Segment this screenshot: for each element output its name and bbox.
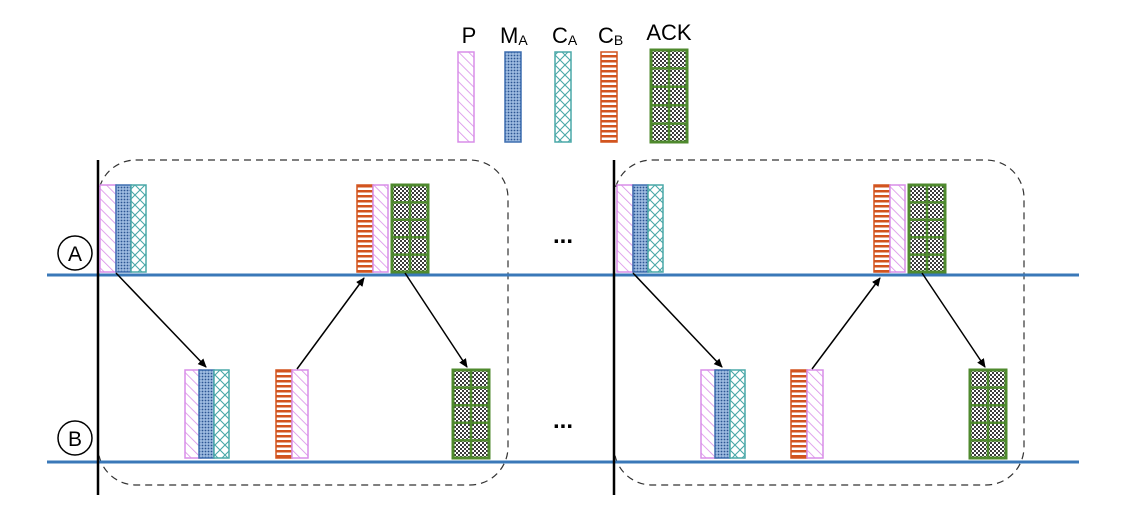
round1-b-ack <box>451 368 491 460</box>
packet-ma <box>198 369 215 459</box>
round2-a-ack <box>907 183 947 274</box>
legend-ack-label: ACK <box>646 20 692 45</box>
node-b-label: B <box>68 428 82 451</box>
round-box-1 <box>97 159 509 486</box>
legend-ma-swatch <box>504 51 522 143</box>
arrow-ack-a-to-b <box>921 272 986 368</box>
packet-cb <box>356 184 374 273</box>
node-a-label: A <box>68 243 82 266</box>
round2-a-reply <box>873 184 906 273</box>
round-box-2 <box>613 159 1025 486</box>
legend-cb-label: CB <box>598 23 623 48</box>
arrow-b-to-a <box>296 277 365 370</box>
round1-a-message <box>99 184 147 273</box>
arrow-ack-a-to-b <box>404 272 468 368</box>
legend-p-label: P <box>462 23 477 48</box>
arrow-a-to-b <box>632 272 723 368</box>
ellipsis-a: ... <box>553 222 573 249</box>
arrow-b-to-a <box>811 277 881 370</box>
node-b: B <box>57 420 93 456</box>
legend-ca-label: CA <box>552 23 578 48</box>
packet-p <box>616 184 634 273</box>
round2-a-message <box>616 184 664 273</box>
node-a: A <box>57 235 93 271</box>
round1-b-reply <box>275 369 309 459</box>
round2-b-reply <box>790 369 824 459</box>
legend-ca-swatch <box>554 51 572 143</box>
packet-p <box>291 369 309 459</box>
packet-ma <box>115 184 132 273</box>
legend: P MA CA CB ACK <box>457 20 692 144</box>
packet-ma <box>714 369 731 459</box>
arrow-a-to-b <box>115 272 207 368</box>
legend-cb-swatch <box>600 51 618 143</box>
packet-ca <box>647 184 664 273</box>
packet-cb <box>275 369 293 459</box>
legend-ma-label: MA <box>500 23 528 48</box>
round2-b-ack <box>968 368 1008 460</box>
packet-ca <box>213 369 230 459</box>
round1-b-message <box>184 369 230 459</box>
packet-p <box>889 184 906 273</box>
packet-cb <box>790 369 808 459</box>
packet-p <box>372 184 389 273</box>
round1-a-reply <box>356 184 389 273</box>
round2-b-message <box>700 369 746 459</box>
legend-p-swatch <box>457 51 475 143</box>
packet-p <box>806 369 824 459</box>
ellipsis-b: ... <box>553 407 573 434</box>
packet-ca <box>729 369 746 459</box>
round1-a-ack <box>390 183 430 274</box>
packet-ma <box>632 184 649 273</box>
packet-p <box>99 184 117 273</box>
packet-cb <box>873 184 891 273</box>
legend-ack-swatch <box>649 48 689 144</box>
packet-ca <box>130 184 147 273</box>
